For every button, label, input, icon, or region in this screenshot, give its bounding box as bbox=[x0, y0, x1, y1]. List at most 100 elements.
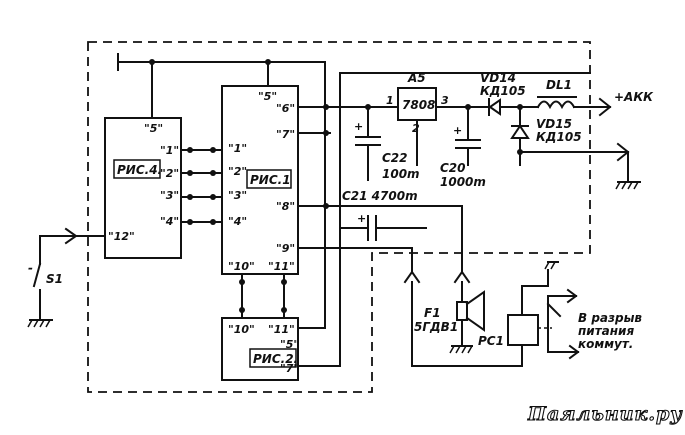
ris2-pin-7: "7" bbox=[280, 362, 299, 375]
pc1-contact-arm bbox=[546, 302, 562, 318]
ris1-pin-4: "4" bbox=[228, 215, 247, 228]
ris2-label: РИС.2. bbox=[253, 352, 298, 366]
junction-dot bbox=[323, 130, 329, 136]
c20-ref: C20 bbox=[440, 161, 466, 175]
c20-plus: + bbox=[453, 124, 462, 137]
akk-connector bbox=[598, 97, 612, 117]
junction-dot bbox=[239, 307, 245, 313]
c20-value: 1000m bbox=[440, 175, 486, 189]
ris4-pin-4: "4" bbox=[160, 215, 179, 228]
upper-inner-bus bbox=[339, 72, 591, 341]
vd14-ref: VD14 bbox=[480, 71, 516, 85]
ground-hatch-f1 bbox=[449, 345, 473, 354]
pc1-relay-coil bbox=[507, 314, 539, 346]
junction-dot bbox=[323, 203, 329, 209]
pin9-wire bbox=[297, 247, 413, 273]
vd14-type: КД105 bbox=[480, 84, 526, 98]
junction-dot bbox=[281, 307, 287, 313]
c22-value: 100m bbox=[382, 167, 420, 181]
ris1-pin-3: "3" bbox=[228, 189, 247, 202]
f1-type: 5ГДВ1 bbox=[414, 320, 458, 334]
ground-connector bbox=[616, 142, 630, 162]
ground-hatch-right bbox=[615, 181, 639, 190]
ris1-pin-9: "9" bbox=[276, 242, 295, 255]
ris4-pin-3: "3" bbox=[160, 189, 179, 202]
ris2-pin-11: "11" bbox=[268, 323, 295, 336]
a5-pin-1: 1 bbox=[386, 94, 394, 107]
ground-feed-wire bbox=[519, 151, 629, 183]
pc1-output-arrow-top bbox=[547, 295, 577, 305]
junction-dot bbox=[265, 59, 271, 65]
vd14-body bbox=[488, 98, 501, 116]
ris1-pin-5: "5" bbox=[258, 90, 277, 103]
s1-minus: - bbox=[28, 261, 33, 275]
a5-pin-3: 3 bbox=[441, 94, 449, 107]
site-watermark: Паяльник.ру bbox=[527, 403, 683, 425]
note-line-2: питания bbox=[578, 324, 634, 338]
dl1-coil bbox=[536, 100, 576, 110]
ris1-pin-10: "10" bbox=[228, 260, 255, 273]
f1-body bbox=[456, 301, 468, 321]
vd15-body bbox=[510, 124, 530, 139]
c21-plus: + bbox=[357, 212, 366, 225]
ris1-pin-1: "1" bbox=[228, 142, 247, 155]
ris2-pin-5: "5" bbox=[280, 338, 299, 351]
pc1-output-arrow-bottom bbox=[547, 337, 579, 353]
ris2-label-frame bbox=[249, 348, 297, 368]
a5-ref-label: A5 bbox=[407, 71, 426, 85]
pin9-return-wire bbox=[411, 281, 523, 367]
ris4-pin-5: "5" bbox=[144, 122, 163, 135]
pin9-connector bbox=[403, 270, 421, 284]
enclosure-outline bbox=[87, 41, 591, 393]
s1-label: S1 bbox=[46, 272, 63, 286]
top-bus-wire bbox=[117, 61, 326, 329]
f1-ref: F1 bbox=[424, 306, 441, 320]
note-line-1: В разрыв bbox=[578, 311, 642, 325]
ris4-pin-2: "2" bbox=[160, 167, 179, 180]
f1-cone bbox=[465, 290, 485, 332]
ris2-pin-10: "10" bbox=[228, 323, 255, 336]
junction-dot bbox=[323, 104, 329, 110]
s1-switch-arm bbox=[32, 262, 42, 288]
c21-label: C21 4700m bbox=[342, 189, 418, 203]
dl1-label: DL1 bbox=[546, 78, 572, 92]
f1-connector bbox=[453, 270, 471, 284]
pin8-wire bbox=[297, 205, 463, 273]
junction-dot bbox=[281, 279, 287, 285]
ground-hatch-s1 bbox=[27, 319, 51, 328]
a5-value-label: 7808 bbox=[402, 98, 435, 112]
note-line-3: коммут. bbox=[578, 337, 633, 351]
ris1-pin-8: "8" bbox=[276, 200, 295, 213]
ris4-pin-12: "12" bbox=[108, 230, 135, 243]
vd15-ref: VD15 bbox=[536, 117, 572, 131]
junction-dot bbox=[149, 59, 155, 65]
ris1-label-frame bbox=[246, 169, 292, 189]
block-ris1 bbox=[221, 85, 299, 275]
junction-dot bbox=[210, 170, 216, 176]
arrow-head-top bbox=[566, 288, 578, 304]
junction-dot bbox=[239, 279, 245, 285]
s1-upper-lead bbox=[39, 235, 77, 265]
junction-dot bbox=[187, 147, 193, 153]
vd15-type: КД105 bbox=[536, 130, 582, 144]
ris1-label: РИС.1 bbox=[250, 173, 291, 187]
ris4-pin-1: "1" bbox=[160, 144, 179, 157]
junction-dot bbox=[517, 149, 523, 155]
ris1-pin-11: "11" bbox=[268, 260, 295, 273]
junction-dot bbox=[210, 219, 216, 225]
pc1-ground-hatch bbox=[544, 261, 556, 270]
ris2-pin7-wire bbox=[297, 339, 341, 367]
arrow-head-bottom bbox=[568, 344, 580, 360]
junction-dot bbox=[210, 194, 216, 200]
akk-label: +АКК bbox=[614, 90, 654, 104]
junction-dot bbox=[210, 147, 216, 153]
c22-plus: + bbox=[354, 120, 363, 133]
ris4-label-frame bbox=[113, 159, 161, 179]
pc1-label: PC1 bbox=[478, 334, 504, 348]
junction-dot bbox=[187, 194, 193, 200]
ris1-pin-6: "6" bbox=[276, 102, 295, 115]
ris4-label: РИС.4. bbox=[117, 163, 162, 177]
junction-dot bbox=[187, 219, 193, 225]
